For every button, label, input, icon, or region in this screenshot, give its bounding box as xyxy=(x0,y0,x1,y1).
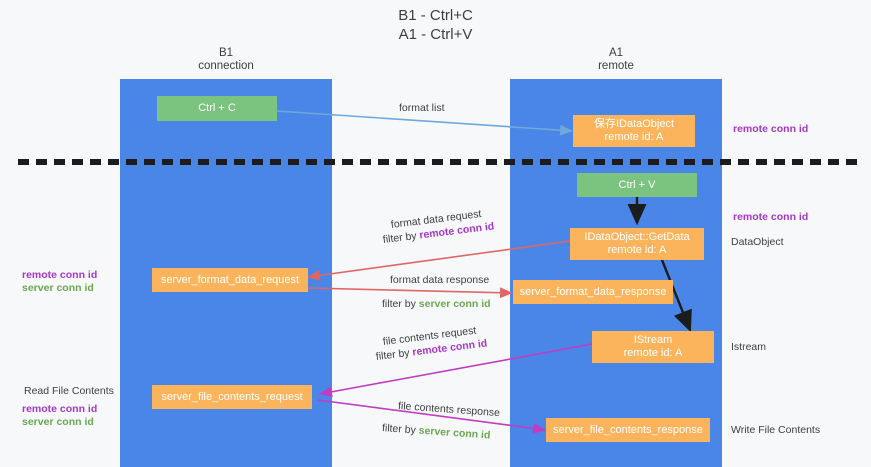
node-save-idataobject[interactable]: 保存IDataObject remote id: A xyxy=(573,115,695,147)
arrow-format-data-response xyxy=(307,287,513,299)
edge-label-file-contents-response-text: file contents response xyxy=(397,400,501,420)
lane-header-b1: B1 connection xyxy=(120,47,332,73)
node-server-format-data-response[interactable]: server_format_data_response xyxy=(513,280,673,304)
node-ctrl-c-label: Ctrl + C xyxy=(198,102,236,114)
node-getdata-line2: remote id: A xyxy=(607,244,667,256)
page-title: B1 - Ctrl+C A1 - Ctrl+V xyxy=(0,6,871,44)
side-label-write-file-contents: Write File Contents xyxy=(731,424,820,437)
side-label-read-file-contents: Read File Contents xyxy=(24,385,114,398)
node-ctrl-v-label: Ctrl + V xyxy=(618,178,656,191)
lane-header-a1-role: remote xyxy=(598,60,634,72)
edge-label-file-contents-response-filter: filter by server conn id xyxy=(382,422,491,443)
edge-label-filter-prefix-4: filter by xyxy=(381,422,420,437)
node-server-format-data-request[interactable]: server_format_data_request xyxy=(152,268,308,292)
node-server-file-contents-request-label: server_file_contents_request xyxy=(161,390,303,403)
node-ctrl-v[interactable]: Ctrl + V xyxy=(577,173,697,197)
edge-label-filter-prefix-2: filter by xyxy=(382,298,419,310)
node-istream-line2: remote id: A xyxy=(623,347,683,359)
node-server-format-data-response-label: server_format_data_response xyxy=(519,285,667,298)
node-istream-line1: IStream xyxy=(633,334,673,346)
side-label-dataobject: DataObject xyxy=(731,236,784,249)
side-label-remote-conn-id-top: remote conn id xyxy=(733,123,808,136)
side-label-left-server-conn-id-bottom: server conn id xyxy=(22,416,94,428)
edge-label-file-contents-response: file contents response xyxy=(398,400,501,420)
side-label-write-file-contents-text: Write File Contents xyxy=(731,424,821,436)
page-title-line1: B1 - Ctrl+C xyxy=(398,7,473,24)
node-save-idataobject-line1: 保存IDataObject xyxy=(593,118,675,130)
side-label-left-conn-ids-mid: remote conn id server conn id xyxy=(22,269,97,295)
edge-label-filter-prefix-3: filter by xyxy=(375,346,414,363)
side-label-remote-conn-id-mid: remote conn id xyxy=(733,211,808,224)
edge-label-filter-prefix: filter by xyxy=(382,229,421,246)
side-label-istream: Istream xyxy=(731,341,766,354)
node-save-idataobject-line2: remote id: A xyxy=(604,131,664,143)
side-label-dataobject-text: DataObject xyxy=(731,236,784,248)
side-label-left-conn-ids-bottom: remote conn id server conn id xyxy=(22,403,97,429)
edge-label-format-list: format list xyxy=(399,102,445,115)
node-idataobject-getdata[interactable]: IDataObject::GetData remote id: A xyxy=(570,228,704,260)
node-istream[interactable]: IStream remote id: A xyxy=(592,331,714,363)
node-server-file-contents-response[interactable]: server_file_contents_response xyxy=(546,418,710,442)
edge-label-format-data-response-text: format data response xyxy=(390,274,490,286)
side-label-left-remote-conn-id-bottom: remote conn id xyxy=(22,403,98,415)
side-label-left-server-conn-id-mid: server conn id xyxy=(22,282,94,294)
page-title-line2: A1 - Ctrl+V xyxy=(398,26,473,43)
edge-label-format-list-text: format list xyxy=(399,102,445,114)
side-label-remote-conn-id-top-text: remote conn id xyxy=(733,123,809,135)
side-label-read-file-contents-text: Read File Contents xyxy=(24,385,114,397)
side-label-remote-conn-id-mid-text: remote conn id xyxy=(733,211,809,223)
lane-header-a1-name: A1 xyxy=(608,47,624,59)
node-server-file-contents-request[interactable]: server_file_contents_request xyxy=(152,385,312,409)
lane-header-b1-name: B1 xyxy=(218,47,234,59)
lane-header-b1-role: connection xyxy=(198,60,254,72)
edge-label-format-data-response-filter: filter by server conn id xyxy=(382,298,491,311)
node-ctrl-c[interactable]: Ctrl + C xyxy=(157,96,277,121)
edge-label-format-data-response: format data response xyxy=(390,274,489,287)
node-server-file-contents-response-label: server_file_contents_response xyxy=(553,423,703,436)
side-label-left-remote-conn-id-mid: remote conn id xyxy=(22,269,98,281)
side-label-istream-text: Istream xyxy=(731,341,767,353)
lane-header-a1: A1 remote xyxy=(510,47,722,73)
node-server-format-data-request-label: server_format_data_request xyxy=(160,273,300,286)
edge-label-filter-key-server-conn-id: server conn id xyxy=(418,298,491,310)
edge-label-filter-key-server-conn-id-2: server conn id xyxy=(418,424,491,442)
node-getdata-line1: IDataObject::GetData xyxy=(584,231,690,243)
